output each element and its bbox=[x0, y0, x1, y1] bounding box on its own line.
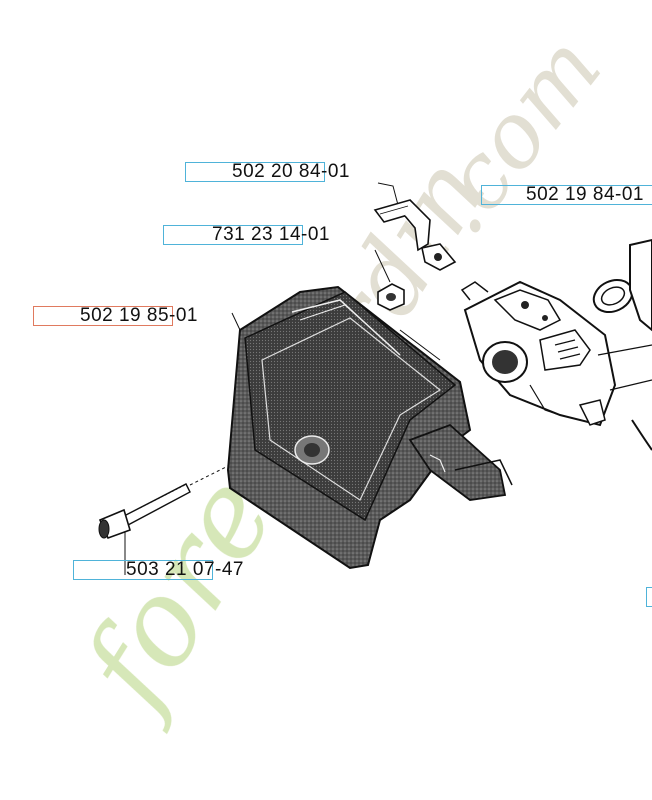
leader-lines bbox=[124, 182, 441, 575]
leader-line-p4 bbox=[231, 312, 241, 331]
choke-lever bbox=[373, 199, 457, 271]
part-number-text: 731 23 14-01 bbox=[212, 224, 330, 245]
gasket-ring bbox=[592, 278, 634, 314]
carburetor bbox=[460, 280, 617, 427]
part-label-offscreen[interactable] bbox=[646, 587, 652, 607]
leader-line-center bbox=[399, 329, 441, 361]
part-number-text: 503 21 07-47 bbox=[126, 559, 244, 580]
part-number-text: 502 20 84-01 bbox=[232, 161, 350, 182]
leader-line-p1 bbox=[377, 182, 399, 206]
nut bbox=[377, 283, 405, 311]
bolt-axis-line bbox=[189, 464, 231, 486]
part-number-text: 502 19 85-01 bbox=[80, 305, 198, 326]
leader-line-p3 bbox=[374, 249, 391, 283]
part-label-503-21-07-47[interactable]: 503 21 07-47 bbox=[73, 559, 244, 580]
part-number-text: 502 19 84-01 bbox=[526, 184, 644, 205]
part-label-731-23-14-01[interactable]: 731 23 14-01 bbox=[163, 224, 330, 245]
bolt bbox=[98, 483, 191, 540]
part-label-502-19-84-01[interactable]: 502 19 84-01 bbox=[481, 184, 652, 205]
adjacent-part-edge bbox=[597, 238, 652, 451]
part-label-502-20-84-01[interactable]: 502 20 84-01 bbox=[185, 161, 350, 182]
part-label-502-19-85-01[interactable]: 502 19 85-01 bbox=[33, 305, 198, 326]
air-filter-housing bbox=[226, 285, 513, 570]
